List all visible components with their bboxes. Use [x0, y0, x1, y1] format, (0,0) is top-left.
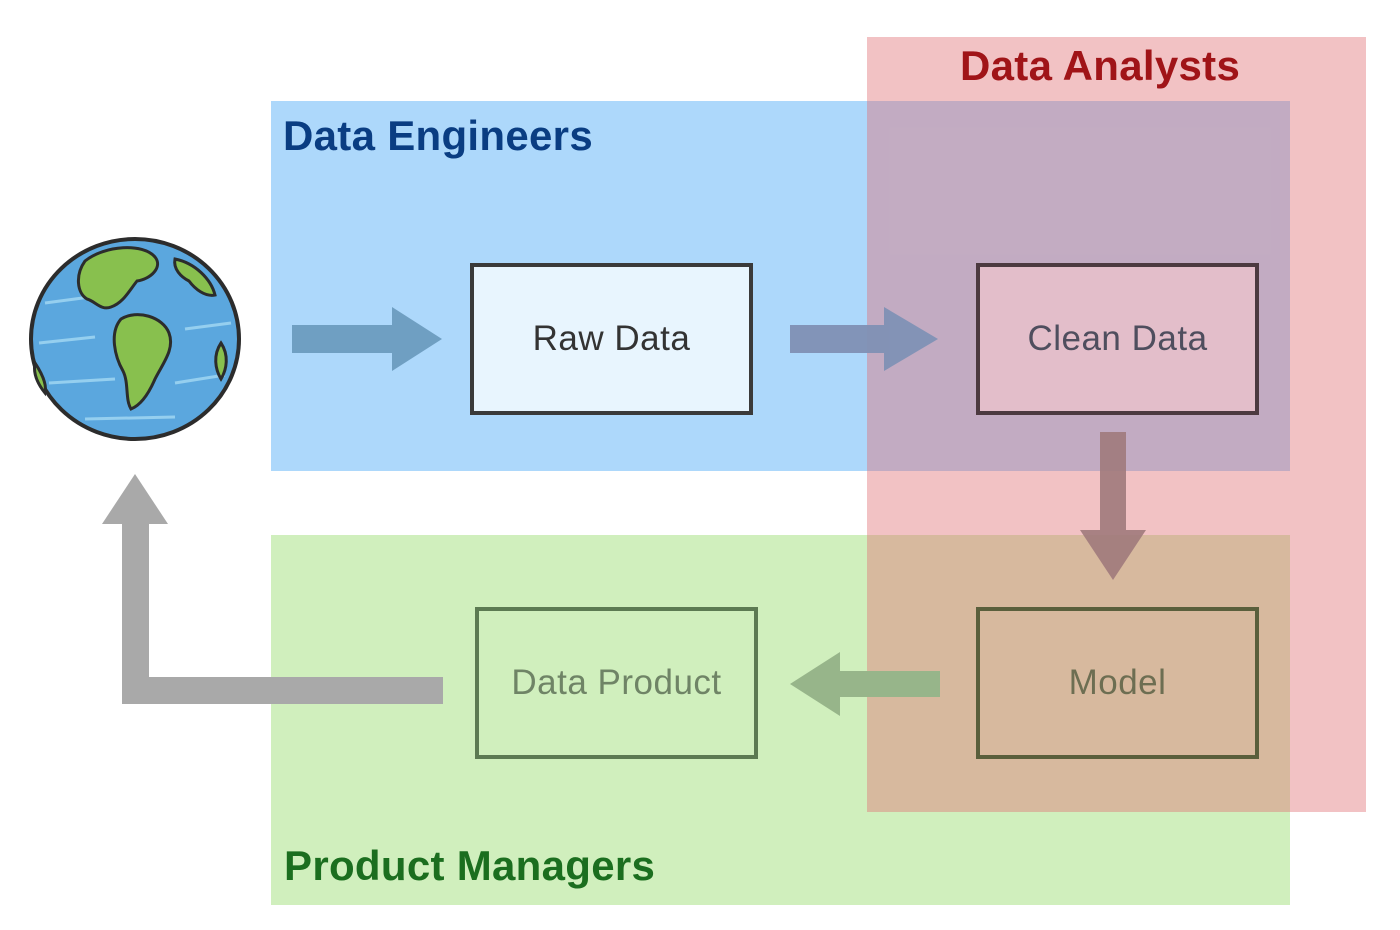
arrow-raw-to-clean-icon	[790, 307, 938, 371]
raw-data-label: Raw Data	[532, 319, 691, 358]
globe-icon	[29, 237, 241, 441]
product-managers-label: Product Managers	[284, 842, 656, 889]
data-analysts-label: Data Analysts	[960, 42, 1241, 89]
model-box: Model	[976, 607, 1259, 759]
data-analysts-region	[867, 37, 1366, 812]
clean-data-box: Clean Data	[976, 263, 1259, 415]
data-product-label: Data Product	[511, 663, 722, 702]
arrow-globe-to-raw-icon	[292, 307, 442, 371]
data-engineers-label: Data Engineers	[283, 112, 593, 159]
arrow-product-to-world-icon	[102, 474, 443, 704]
model-label: Model	[1068, 663, 1167, 702]
arrow-clean-to-model-icon	[1080, 432, 1146, 580]
raw-data-box: Raw Data	[470, 263, 753, 415]
clean-data-label: Clean Data	[1027, 319, 1208, 358]
product-managers-region	[271, 535, 1290, 905]
arrow-model-to-product-icon	[790, 652, 940, 716]
data-product-box: Data Product	[475, 607, 758, 759]
